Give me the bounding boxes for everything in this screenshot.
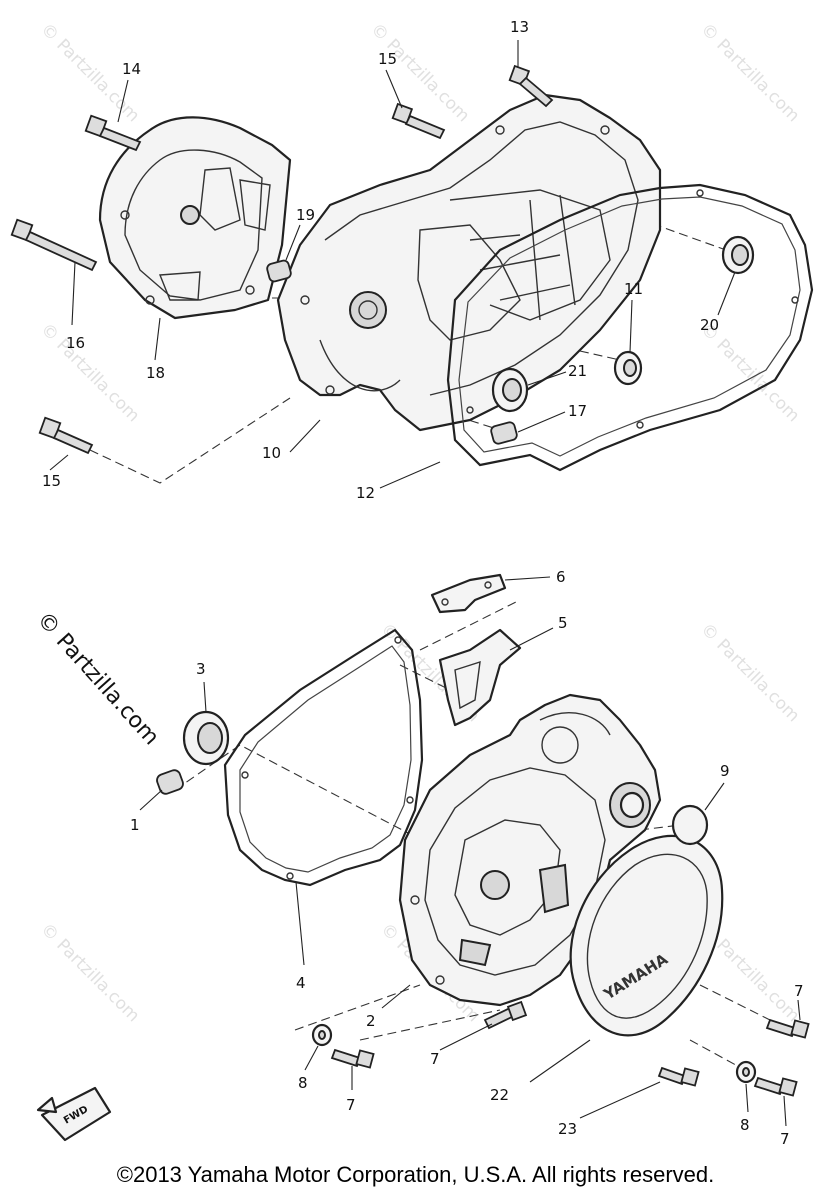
- leader-line: [745, 1083, 749, 1113]
- part-15-bolt-left: [38, 416, 94, 455]
- leader-line: [717, 271, 736, 316]
- leader-line: [529, 1039, 591, 1083]
- leader-line: [797, 999, 801, 1021]
- part-15-bolt-top: [391, 102, 446, 140]
- part-8-washer-right: [735, 1060, 757, 1084]
- part-14-bolt: [84, 114, 142, 152]
- callout-16: 16: [66, 334, 85, 352]
- leader-line: [295, 881, 305, 966]
- callout-8-left: 8: [298, 1074, 308, 1092]
- leader-line: [579, 1081, 661, 1119]
- callout-23: 23: [558, 1120, 577, 1138]
- watermark: © Partzilla.com: [36, 919, 143, 1026]
- part-22-yamaha-cover: YAMAHA: [569, 834, 724, 1037]
- part-21-oil-seal: [491, 367, 529, 413]
- part-17-dowel-pin: [490, 421, 518, 445]
- callout-6: 6: [556, 568, 566, 586]
- callout-7-center: 7: [430, 1050, 440, 1068]
- callout-8-right: 8: [740, 1116, 750, 1134]
- part-4-gasket: [223, 628, 424, 887]
- callout-7-right: 7: [794, 982, 804, 1000]
- callout-1: 1: [130, 816, 140, 834]
- watermark: © Partzilla.com: [696, 319, 803, 426]
- leader-line: [783, 1095, 787, 1127]
- leader-line: [439, 1023, 493, 1051]
- part-13-bolt: [508, 64, 554, 108]
- watermark: © Partzilla.com: [366, 19, 473, 126]
- part-7-bolt-right: [765, 1018, 810, 1039]
- callout-12: 12: [356, 484, 375, 502]
- part-9-cap: [671, 804, 709, 846]
- callout-9: 9: [720, 762, 730, 780]
- part-7-bolt-center: [483, 1000, 528, 1030]
- alignment-line: [399, 599, 521, 691]
- part-18-small-cover: [98, 116, 292, 320]
- callout-15-left: 15: [42, 472, 61, 490]
- leader-line: [203, 681, 207, 713]
- fwd-arrow-badge: FWD: [36, 1086, 112, 1142]
- part-23-screw: [657, 1066, 700, 1087]
- leader-line: [504, 576, 551, 581]
- alignment-line: [359, 1009, 501, 1041]
- alignment-line: [599, 204, 741, 256]
- callout-3: 3: [196, 660, 206, 678]
- part-10-crankcase-cover: [276, 93, 662, 432]
- callout-7-lower-left: 7: [346, 1096, 356, 1114]
- leader-line: [704, 782, 725, 811]
- watermark-large: © Partzilla.com: [32, 607, 164, 750]
- part-16-bolt: [10, 218, 98, 272]
- callout-15-top: 15: [378, 50, 397, 68]
- alignment-line: [294, 984, 421, 1031]
- part-12-gasket: [446, 183, 814, 472]
- leader-line: [381, 984, 411, 1009]
- callout-10: 10: [262, 444, 281, 462]
- alignment-line: [89, 397, 291, 484]
- leader-line: [285, 224, 301, 261]
- leader-line: [509, 627, 554, 651]
- callout-20: 20: [700, 316, 719, 334]
- part-1-dowel-pin: [156, 769, 184, 795]
- leader-line: [517, 411, 566, 433]
- part-19-dowel-pin: [266, 259, 292, 283]
- watermark: © Partzilla.com: [36, 319, 143, 426]
- callout-19: 19: [296, 206, 315, 224]
- part-6-plate: [430, 573, 507, 614]
- part-5-bracket: [438, 628, 522, 727]
- callout-18: 18: [146, 364, 165, 382]
- callout-17: 17: [568, 402, 587, 420]
- leader-line: [379, 461, 441, 489]
- copyright-footer: ©2013 Yamaha Motor Corporation, U.S.A. A…: [116, 1162, 715, 1187]
- part-7-bolt-lower-left: [330, 1048, 375, 1069]
- alignment-line: [689, 1039, 746, 1071]
- leader-line: [385, 69, 403, 109]
- leader-line: [139, 789, 163, 811]
- leader-line: [527, 371, 567, 386]
- part-8-washer-left: [311, 1023, 333, 1047]
- callout-11: 11: [624, 280, 643, 298]
- callout-4: 4: [296, 974, 306, 992]
- leader-line: [289, 419, 321, 453]
- callout-21: 21: [568, 362, 587, 380]
- leader-line: [304, 1045, 319, 1071]
- part-2-crankcase-cover: [398, 693, 662, 1007]
- leader-line: [629, 299, 633, 353]
- watermark: © Partzilla.com: [696, 619, 803, 726]
- callout-13: 13: [510, 18, 529, 36]
- part-11-oil-seal: [613, 350, 643, 386]
- callout-7-lower-right: 7: [780, 1130, 790, 1148]
- part-3-oil-seal: [182, 710, 230, 766]
- callout-2: 2: [366, 1012, 376, 1030]
- watermark: © Partzilla.com: [696, 19, 803, 126]
- leader-line: [71, 261, 76, 326]
- part-7-bolt-lower-right: [753, 1076, 798, 1097]
- callout-14: 14: [122, 60, 141, 78]
- leader-line: [117, 79, 129, 123]
- callout-5: 5: [558, 614, 568, 632]
- part-20-oil-seal: [721, 235, 755, 275]
- callout-22: 22: [490, 1086, 509, 1104]
- leader-line: [49, 454, 69, 471]
- leader-line: [154, 317, 161, 361]
